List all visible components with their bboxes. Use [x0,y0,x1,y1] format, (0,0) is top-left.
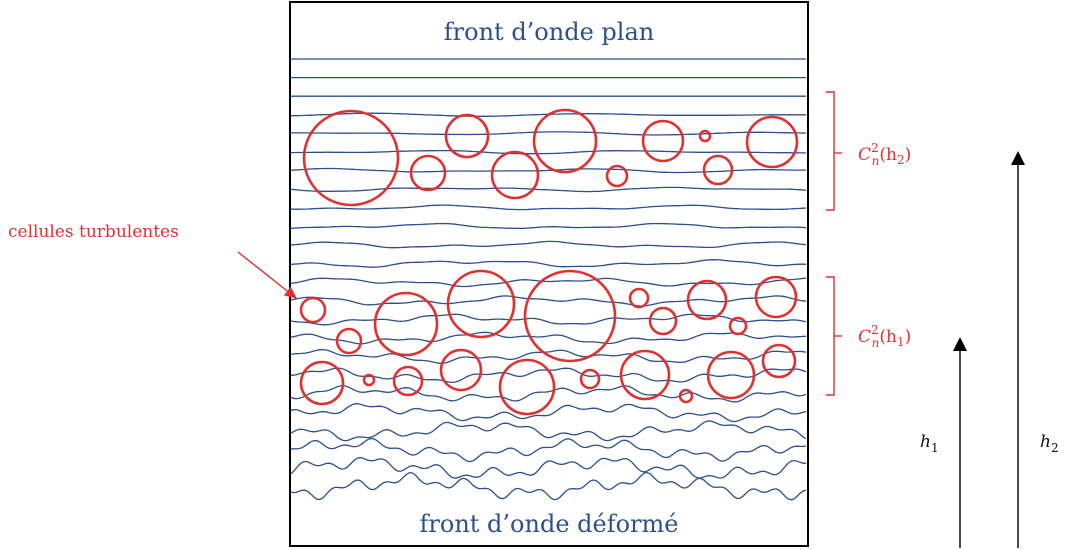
turbulent-cell [619,349,671,401]
height-1-label: h1 [920,432,939,455]
wavefront-line [290,437,807,463]
turbulent-cell [498,358,556,416]
turbulent-cell [579,368,601,390]
turbulent-cell [299,360,345,406]
wavefront-line [290,457,807,479]
wavefront-line [290,348,807,364]
wavefront-line [290,204,807,211]
turbulent-cell [302,109,400,207]
wavefront-line [290,277,807,288]
turbulent-cell [628,287,650,309]
turbulent-cell [392,365,424,397]
wavefront-line [290,331,807,345]
turbulent-cells-pointer [237,251,298,299]
wavefront-lines [290,58,807,501]
lower-layer-bracket [826,276,842,396]
turbulent-cell [706,350,756,400]
turbulent-cell [678,388,694,404]
turbulent-cell [648,306,678,336]
turbulent-cell [446,269,516,339]
turbulent-cells-label: cellules turbulentes [8,222,179,242]
wavefront-line [290,186,807,193]
wavefront-line [290,420,807,442]
height-2-label: h2 [1040,432,1059,455]
turbulent-cell [335,327,363,355]
turbulent-cell [532,108,598,174]
turbulent-cell [698,129,712,143]
upper-layer-bracket [826,91,842,211]
turbulent-cell [409,154,447,192]
turbulent-cell [728,316,748,336]
turbulent-cell [523,269,617,363]
wavefront-line [290,222,807,230]
wavefront-line [290,403,807,423]
turbulent-cell [362,373,376,387]
deformed-wavefront-label: front d’onde déformé [420,510,679,538]
wavefront-line [290,131,807,136]
turbulent-cell [745,115,799,169]
turbulent-cells [299,108,799,416]
wavefront-line [290,295,807,307]
turbulent-cell [686,279,728,321]
wavefront-line [290,313,807,326]
turbulent-cell [490,150,540,200]
turbulent-cell [702,154,734,186]
plane-wavefront-label: front d’onde plan [444,18,654,46]
wavefront-line [290,471,807,501]
medium-frame [289,1,809,547]
wavefront-line [290,385,807,403]
turbulent-cell [641,119,685,163]
wavefront-line [290,240,807,249]
wavefront-line [290,149,806,155]
wavefront-line [290,167,806,174]
turbulent-cell [605,164,629,188]
turbulent-cell [299,296,327,324]
turbulent-cell [439,348,483,392]
turbulent-cell [761,343,797,379]
wavefront-line [290,259,807,268]
turbulent-cell [444,113,490,159]
turbulent-cell [373,291,439,357]
turbulent-cell [754,275,798,319]
